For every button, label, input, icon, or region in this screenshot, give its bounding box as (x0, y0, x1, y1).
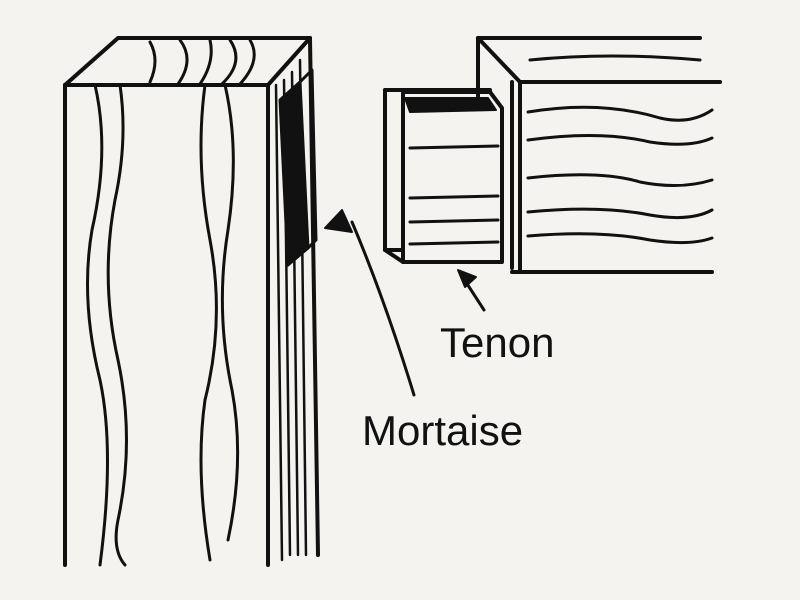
rail-grain (526, 54, 714, 245)
mortise-slot (278, 80, 310, 267)
post-grain-3 (199, 83, 218, 562)
tenon-label: Tenon (440, 319, 555, 366)
post (63, 36, 320, 567)
post-grain-4 (220, 83, 240, 542)
rail (476, 36, 722, 274)
mortaise-leader-line (350, 220, 416, 397)
tenon-cheek (401, 90, 504, 264)
tenon-front-face (383, 88, 405, 252)
post-top-grain (148, 38, 256, 86)
mortaise-label: Mortaise (362, 407, 524, 454)
post-side-grain (274, 58, 308, 562)
post-grain-1 (86, 83, 109, 567)
tenon-bottom-edge (383, 248, 405, 264)
mortaise-arrowhead (324, 209, 353, 233)
post-back-right-edge (308, 36, 320, 557)
tenon-arrowhead (457, 269, 477, 288)
leaders (324, 209, 486, 397)
post-grain-2 (106, 83, 128, 567)
tenon-top-band (404, 97, 497, 113)
tenon (383, 88, 504, 264)
mortise-slot-edge (298, 68, 318, 250)
tenon-grain (408, 144, 500, 246)
